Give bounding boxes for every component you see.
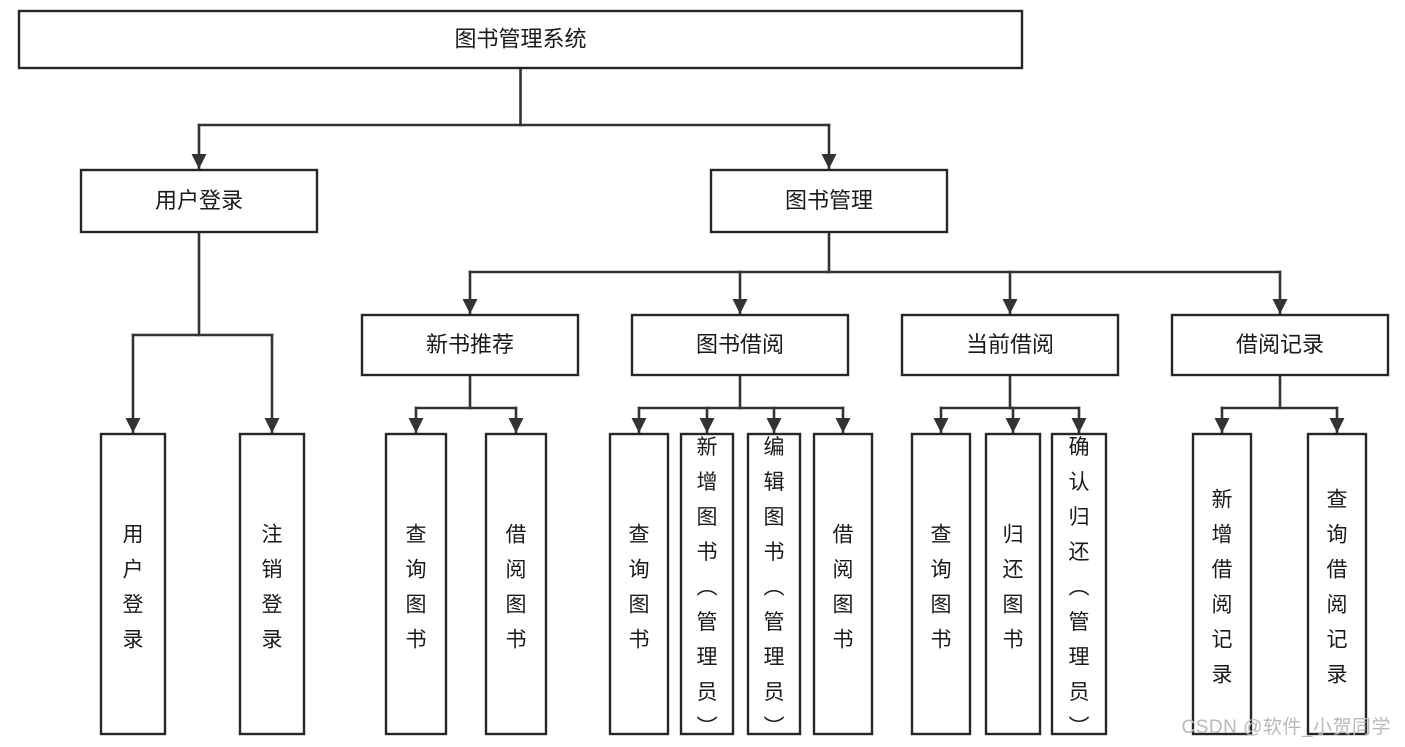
node-layer: 图书管理系统用户登录图书管理新书推荐图书借阅当前借阅借阅记录用户登录注销登录查询… [17, 9, 1390, 739]
node-user-login-box[interactable] [79, 168, 319, 234]
node-bb-edit-book-box[interactable] [746, 432, 802, 736]
node-br-add-record-label: 新增借阅记录 [1212, 488, 1233, 686]
node-bb-borrow-book-box[interactable] [812, 432, 874, 736]
arrow-head-icon [821, 154, 837, 169]
arrow-head-icon [191, 154, 207, 169]
node-bb-query-book[interactable]: 查询图书 [608, 432, 670, 736]
node-leaf-user-logout[interactable]: 注销登录 [238, 432, 306, 736]
node-bb-query-book-label: 查询图书 [629, 523, 650, 651]
node-bb-add-book-label: 新增图书︵管理员︶ [697, 436, 718, 739]
arrow-head-icon [631, 418, 647, 433]
node-nb-borrow-book[interactable]: 借阅图书 [484, 432, 548, 736]
node-root-root-box[interactable] [17, 9, 1024, 70]
node-bb-edit-book-label: 编辑图书︵管理员︶ [764, 436, 785, 739]
node-cb-return-book-box[interactable] [984, 432, 1042, 736]
node-nb-query-book-label: 查询图书 [406, 523, 427, 651]
node-root-root[interactable]: 图书管理系统 [17, 9, 1024, 70]
arrow-head-icon [835, 418, 851, 433]
node-bb-add-book-box[interactable] [679, 432, 735, 736]
node-nb-borrow-book-label: 借阅图书 [506, 523, 527, 651]
arrow-head-icon [1005, 418, 1021, 433]
node-cb-query-book[interactable]: 查询图书 [910, 432, 972, 736]
node-cb-query-book-box[interactable] [910, 432, 972, 736]
arrow-head-icon [462, 299, 478, 314]
node-new-book-recommend-box[interactable] [360, 313, 580, 377]
node-br-query-record[interactable]: 查询借阅记录 [1306, 432, 1368, 736]
node-br-query-record-label: 查询借阅记录 [1327, 488, 1348, 686]
arrow-head-icon [508, 418, 524, 433]
node-bb-edit-book[interactable]: 编辑图书︵管理员︶ [746, 432, 802, 739]
node-leaf-user-login-box[interactable] [99, 432, 167, 736]
node-cb-confirm-return-box[interactable] [1050, 432, 1108, 736]
node-cb-query-book-label: 查询图书 [931, 523, 952, 651]
arrow-head-icon [1071, 418, 1087, 433]
node-book-management-box[interactable] [709, 168, 949, 234]
node-nb-query-book-box[interactable] [384, 432, 448, 736]
arrow-head-icon [264, 418, 280, 433]
node-book-borrow[interactable]: 图书借阅 [630, 313, 850, 377]
node-nb-borrow-book-box[interactable] [484, 432, 548, 736]
node-borrow-records-box[interactable] [1170, 313, 1390, 377]
node-new-book-recommend-label: 新书推荐 [426, 332, 514, 357]
node-bb-borrow-book[interactable]: 借阅图书 [812, 432, 874, 736]
node-cb-return-book-label: 归还图书 [1003, 523, 1024, 651]
arrow-head-icon [933, 418, 949, 433]
node-book-management-label: 图书管理 [785, 188, 873, 213]
node-root-root-label: 图书管理系统 [454, 26, 586, 51]
arrow-head-icon [1272, 299, 1288, 314]
node-borrow-records[interactable]: 借阅记录 [1170, 313, 1390, 377]
node-user-login[interactable]: 用户登录 [79, 168, 319, 234]
arrow-head-icon [766, 418, 782, 433]
node-borrow-records-label: 借阅记录 [1236, 332, 1324, 357]
node-cb-confirm-return-label: 确认归还︵管理员︶ [1069, 436, 1090, 739]
node-current-borrow[interactable]: 当前借阅 [900, 313, 1120, 377]
node-bb-borrow-book-label: 借阅图书 [833, 523, 854, 651]
node-bb-add-book[interactable]: 新增图书︵管理员︶ [679, 432, 735, 739]
node-book-management[interactable]: 图书管理 [709, 168, 949, 234]
node-leaf-user-logout-box[interactable] [238, 432, 306, 736]
node-user-login-label: 用户登录 [155, 188, 243, 213]
node-br-query-record-box[interactable] [1306, 432, 1368, 736]
node-leaf-user-login-label: 用户登录 [123, 523, 144, 651]
node-leaf-user-logout-label: 注销登录 [262, 523, 283, 651]
arrow-head-icon [1214, 418, 1230, 433]
arrow-head-icon [1329, 418, 1345, 433]
arrow-head-icon [699, 418, 715, 433]
arrow-head-icon [408, 418, 424, 433]
connector-layer [125, 66, 1345, 435]
node-current-borrow-box[interactable] [900, 313, 1120, 377]
node-br-add-record[interactable]: 新增借阅记录 [1191, 432, 1253, 736]
node-current-borrow-label: 当前借阅 [966, 332, 1054, 357]
node-nb-query-book[interactable]: 查询图书 [384, 432, 448, 736]
arrow-head-icon [1002, 299, 1018, 314]
node-book-borrow-box[interactable] [630, 313, 850, 377]
node-bb-query-book-box[interactable] [608, 432, 670, 736]
arrow-head-icon [732, 299, 748, 314]
node-leaf-user-login[interactable]: 用户登录 [99, 432, 167, 736]
node-new-book-recommend[interactable]: 新书推荐 [360, 313, 580, 377]
arrow-head-icon [125, 418, 141, 433]
node-cb-confirm-return[interactable]: 确认归还︵管理员︶ [1050, 432, 1108, 739]
node-book-borrow-label: 图书借阅 [696, 332, 784, 357]
node-br-add-record-box[interactable] [1191, 432, 1253, 736]
node-cb-return-book[interactable]: 归还图书 [984, 432, 1042, 736]
